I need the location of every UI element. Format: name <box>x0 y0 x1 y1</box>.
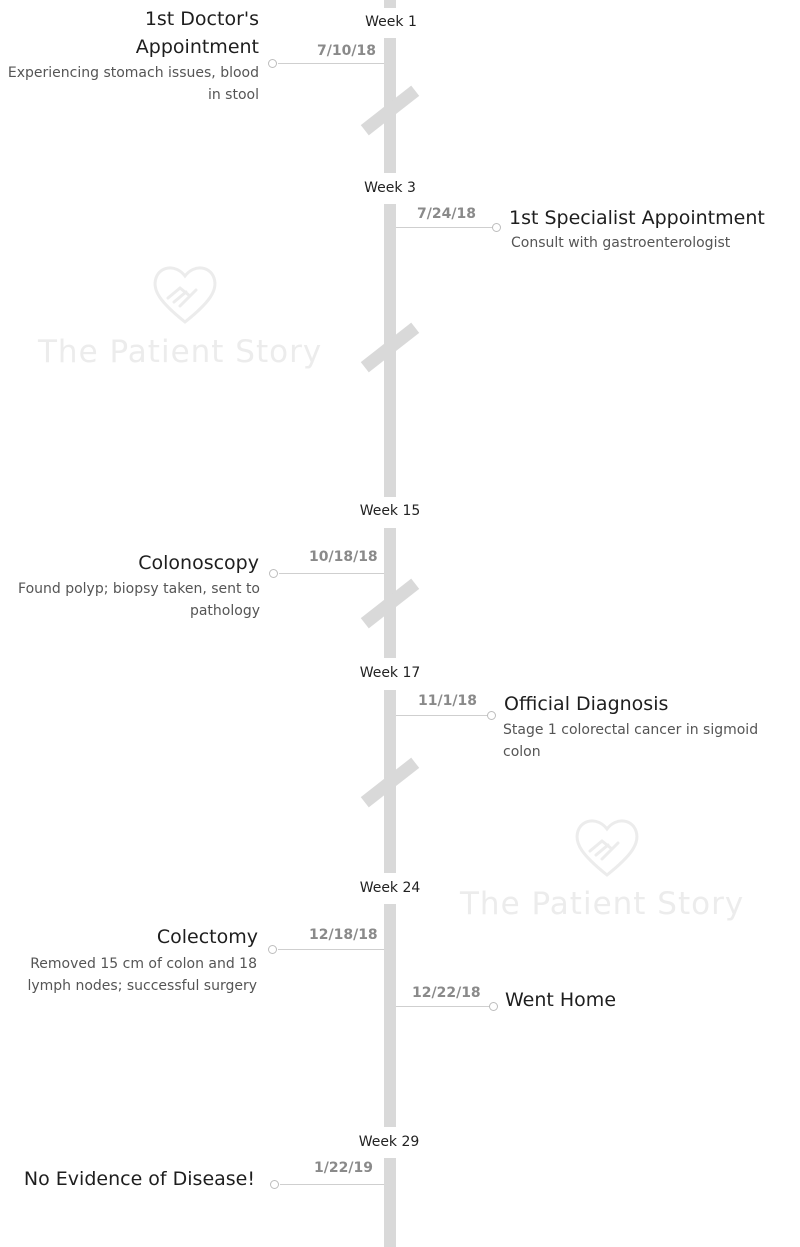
event-title: Colectomy <box>156 926 258 948</box>
week-label: Week 3 <box>364 180 416 196</box>
timeline-segment <box>384 528 396 658</box>
event-date: 7/24/18 <box>417 206 476 222</box>
event-dot <box>268 945 277 954</box>
week-label: Week 1 <box>365 14 417 30</box>
event-title: 1st Doctor's Appointment <box>135 8 259 58</box>
watermark-text: The Patient Story <box>38 334 323 370</box>
event-description: Found polyp; biopsy taken, sent to patho… <box>18 581 260 619</box>
week-label: Week 24 <box>359 880 421 896</box>
week-label: Week 15 <box>359 503 421 519</box>
event-dot <box>487 711 496 720</box>
handshake-heart-logo-icon <box>153 266 217 324</box>
event-dot <box>492 223 501 232</box>
event-dot <box>269 569 278 578</box>
week-label: Week 29 <box>358 1134 420 1150</box>
week-label: Week 17 <box>359 665 421 681</box>
event-connector <box>279 573 384 574</box>
event-date: 10/18/18 <box>309 549 378 565</box>
handshake-heart-logo-icon <box>575 819 639 877</box>
event-title: 1st Specialist Appointment <box>509 207 765 229</box>
event-connector <box>280 1184 384 1185</box>
event-connector <box>396 715 488 716</box>
timeline-segment <box>384 904 396 1127</box>
event-date: 1/22/19 <box>314 1160 373 1176</box>
event-title: No Evidence of Disease! <box>23 1168 255 1190</box>
event-date: 7/10/18 <box>317 43 376 59</box>
event-connector <box>396 227 493 228</box>
event-date: 11/1/18 <box>418 693 477 709</box>
event-title: Official Diagnosis <box>504 693 669 715</box>
timeline-segment <box>384 1158 396 1247</box>
event-dot <box>268 59 277 68</box>
event-description: Removed 15 cm of colon and 18 lymph node… <box>27 956 257 994</box>
event-connector <box>278 949 384 950</box>
event-title: Went Home <box>505 989 617 1011</box>
event-description: Stage 1 colorectal cancer in sigmoid col… <box>503 722 759 760</box>
watermark-text: The Patient Story <box>460 886 745 922</box>
event-title: Colonoscopy <box>138 552 259 574</box>
event-description: Consult with gastroenterologist <box>511 235 731 251</box>
event-dot <box>270 1180 279 1189</box>
event-date: 12/18/18 <box>309 927 378 943</box>
event-connector <box>278 63 384 64</box>
event-date: 12/22/18 <box>412 985 481 1001</box>
event-dot <box>489 1002 498 1011</box>
timeline-segment <box>384 0 396 8</box>
event-connector <box>396 1006 490 1007</box>
event-description: Experiencing stomach issues, blood in st… <box>7 65 259 103</box>
